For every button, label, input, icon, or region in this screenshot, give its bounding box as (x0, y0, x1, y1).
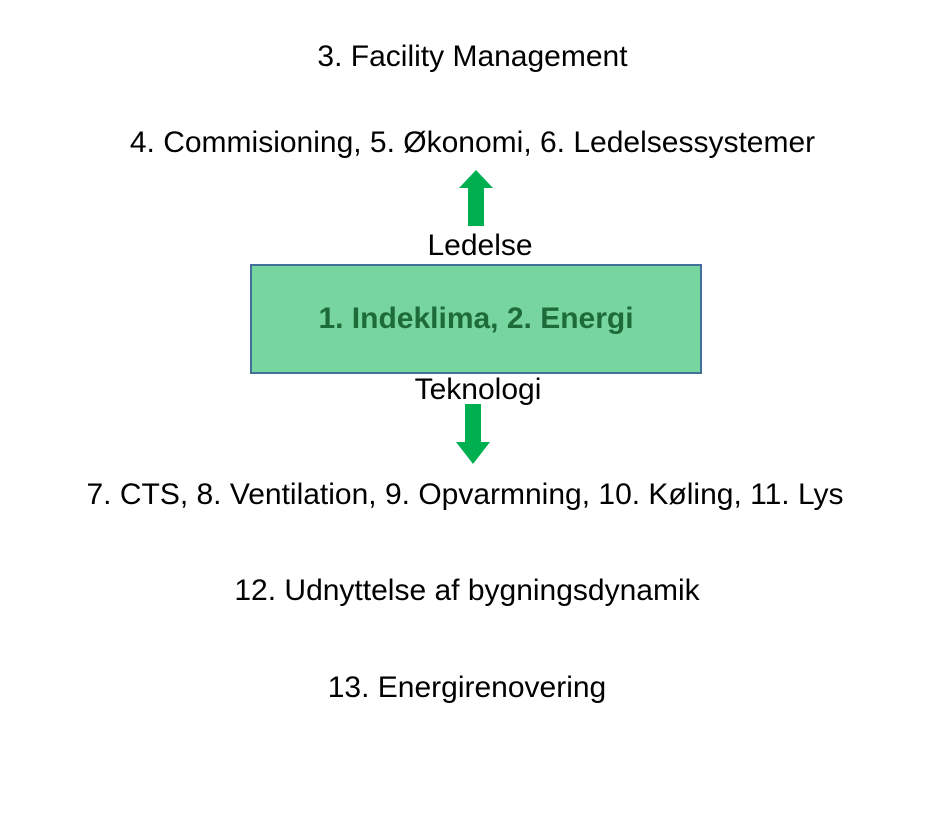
technology-topics-label: 7. CTS, 8. Ventilation, 9. Opvarmning, 1… (86, 478, 844, 511)
energy-renovation-label: 13. Energirenovering (327, 671, 607, 704)
ledelse-label: Ledelse (427, 229, 533, 262)
facility-management-label: 3. Facility Management (317, 40, 628, 73)
teknologi-label: Teknologi (414, 373, 542, 406)
management-topics-label: 4. Commisioning, 5. Økonomi, 6. Ledelses… (129, 126, 816, 159)
core-label: 1. Indeklima, 2. Energi (318, 302, 634, 335)
core-box: 1. Indeklima, 2. Energi (250, 264, 702, 374)
arrow-down-icon (456, 404, 490, 464)
arrow-up-icon (459, 170, 493, 226)
building-dynamics-label: 12. Udnyttelse af bygningsdynamik (234, 574, 700, 607)
